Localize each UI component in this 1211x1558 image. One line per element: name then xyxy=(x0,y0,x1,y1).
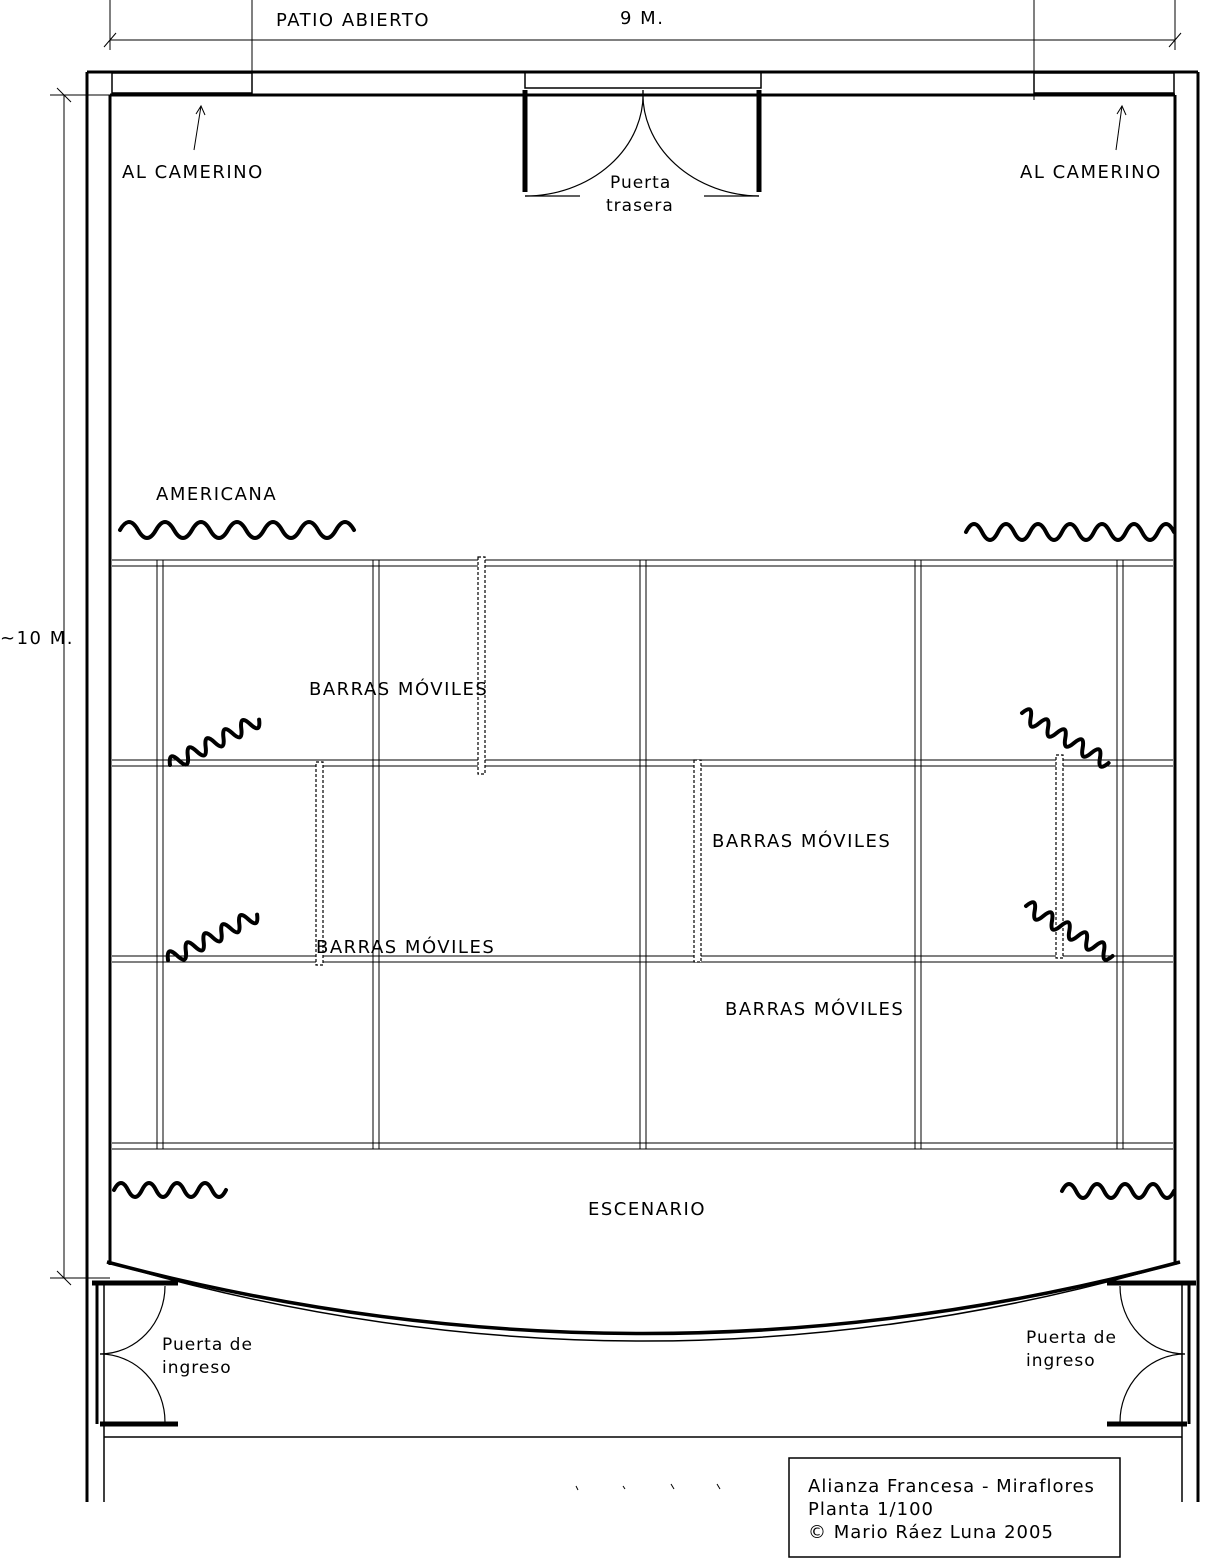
title-block-frame xyxy=(788,1457,1121,1558)
title-line-1: Alianza Francesa - Miraflores xyxy=(808,1476,1095,1497)
camerino-right-label: AL CAMERINO xyxy=(1020,162,1162,183)
movable-bar xyxy=(693,759,702,963)
escenario-label: ESCENARIO xyxy=(588,1199,706,1220)
movable-bars xyxy=(315,556,1064,966)
movable-bar xyxy=(1055,754,1064,959)
height-dimension xyxy=(50,87,110,1286)
entry-door-left xyxy=(92,1280,178,1427)
camerino-arrow-right xyxy=(1115,104,1127,151)
width-dimension xyxy=(103,0,1182,100)
entry-left-label: Puerta de xyxy=(162,1335,253,1355)
entry-right-label: Puerta de xyxy=(1026,1328,1117,1348)
curtain xyxy=(1024,900,1115,962)
patio-label: PATIO ABIERTO xyxy=(276,10,430,31)
camerino-arrow-left xyxy=(193,104,206,151)
barras-label-4: BARRAS MÓVILES xyxy=(725,998,904,1020)
stage-edge xyxy=(106,1260,1181,1342)
movable-bar xyxy=(315,761,324,966)
curtain xyxy=(118,520,356,540)
entry-left-label-2: ingreso xyxy=(162,1358,232,1378)
barras-label-1: BARRAS MÓVILES xyxy=(309,678,488,700)
width-dimension-label: 9 M. xyxy=(620,8,664,29)
movable-bar xyxy=(477,556,486,775)
height-dimension-label: ~10 M. xyxy=(0,628,74,649)
entry-door-right xyxy=(1107,1280,1196,1427)
curtain xyxy=(167,717,262,767)
camerino-left-label: AL CAMERINO xyxy=(122,162,264,183)
americana-label: AMERICANA xyxy=(156,484,277,505)
curtain xyxy=(1020,707,1111,769)
barras-label-2: BARRAS MÓVILES xyxy=(712,830,891,852)
entry-right-label-2: ingreso xyxy=(1026,1351,1096,1371)
barras-label-3: BARRAS MÓVILES xyxy=(316,936,495,958)
rear-double-door xyxy=(522,89,762,197)
title-line-3: © Mario Ráez Luna 2005 xyxy=(808,1522,1054,1543)
outer-walls xyxy=(85,70,1200,1502)
title-line-2: Planta 1/100 xyxy=(808,1499,934,1520)
curtain xyxy=(112,1181,228,1199)
curtain xyxy=(165,912,260,962)
curtain xyxy=(964,522,1176,542)
seat-marks xyxy=(575,1483,721,1491)
curtain xyxy=(1060,1182,1176,1200)
rear-door-label: Puerta xyxy=(610,173,671,193)
curtains xyxy=(112,520,1176,1200)
rear-door-label-2: trasera xyxy=(606,196,674,216)
lighting-grid xyxy=(112,559,1173,1150)
